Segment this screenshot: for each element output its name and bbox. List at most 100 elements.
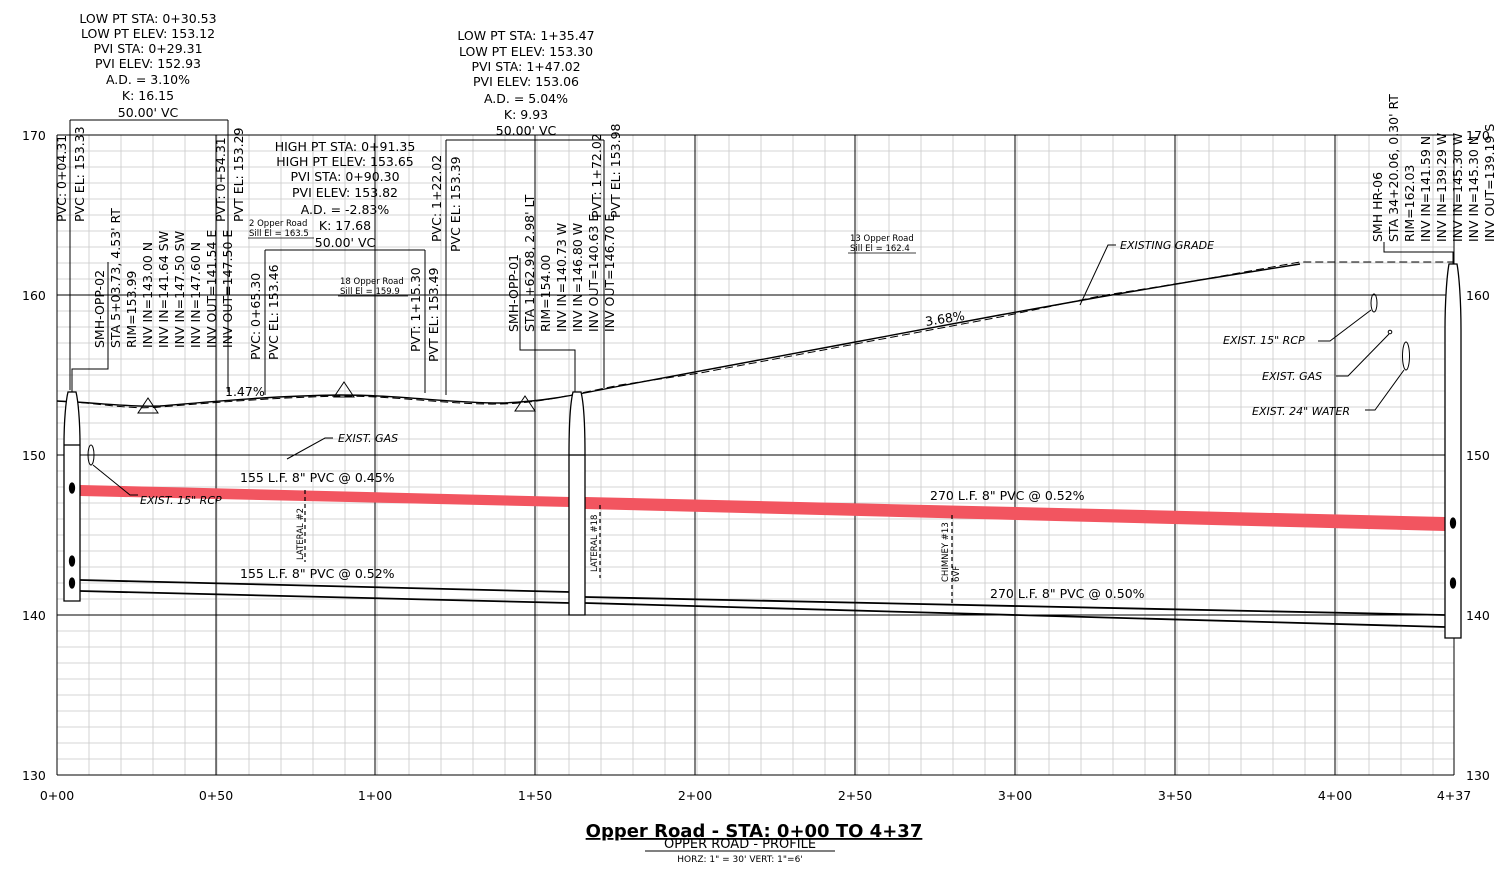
manhole-1-data: SMH-OPP-02 STA 5+03.73, 4.53' RT RIM=153…	[92, 208, 235, 348]
svg-text:INV OUT=141.54 E: INV OUT=141.54 E	[204, 230, 219, 348]
svg-text:PVC EL: 153.39: PVC EL: 153.39	[448, 156, 463, 252]
svg-text:INV OUT=147.50 E: INV OUT=147.50 E	[220, 230, 235, 348]
sill-18-opper-road: 18 Opper Road Sill El = 159.9	[338, 277, 408, 297]
svg-text:SMH-OPP-01: SMH-OPP-01	[506, 254, 521, 332]
svg-text:LOW PT STA: 1+35.47: LOW PT STA: 1+35.47	[457, 28, 594, 43]
vertical-curve-1-data: LOW PT STA: 0+30.53 LOW PT ELEV: 153.12 …	[79, 11, 216, 120]
sheet-subtitle: OPPER ROAD - PROFILE	[664, 837, 816, 852]
svg-text:LOW PT STA: 0+30.53: LOW PT STA: 0+30.53	[79, 11, 216, 26]
y-tick-130-right: 130	[1466, 768, 1490, 783]
major-grid	[56, 134, 1455, 776]
svg-text:Sill El = 163.5: Sill El = 163.5	[249, 229, 309, 239]
y-tick-170-right: 170	[1466, 128, 1490, 143]
existing-grade-label: EXISTING GRADE	[1120, 239, 1214, 252]
svg-text:PVC: 1+22.02: PVC: 1+22.02	[429, 155, 444, 242]
vertical-curve-2-data: HIGH PT STA: 0+91.35 HIGH PT ELEV: 153.6…	[275, 139, 416, 250]
lateral-2-label: LATERAL #2	[296, 508, 306, 560]
svg-text:STA 5+03.73, 4.53' RT: STA 5+03.73, 4.53' RT	[108, 208, 123, 348]
pipe-1-lower-label: 155 L.F. 8" PVC @ 0.52%	[240, 566, 395, 581]
svg-text:INV IN=139.29 W: INV IN=139.29 W	[1434, 133, 1449, 242]
sill-2-opper-road: 2 Opper Road Sill El = 163.5	[248, 219, 314, 239]
svg-text:2 Opper Road: 2 Opper Road	[249, 219, 307, 229]
x-tick-100: 1+00	[358, 788, 392, 803]
svg-text:RIM=153.99: RIM=153.99	[124, 271, 139, 348]
svg-text:INV IN=145.30 N: INV IN=145.30 N	[1466, 136, 1481, 242]
svg-text:PVC: 0+65.30: PVC: 0+65.30	[248, 273, 263, 360]
svg-text:INV IN=145.30 W: INV IN=145.30 W	[1450, 133, 1465, 242]
exist-rcp-label-right: EXIST. 15" RCP	[1223, 334, 1305, 347]
y-tick-130-left: 130	[22, 768, 46, 783]
vertical-curve-3-data: LOW PT STA: 1+35.47 LOW PT ELEV: 153.30 …	[457, 28, 594, 138]
svg-text:PVI STA: 0+90.30: PVI STA: 0+90.30	[290, 169, 399, 184]
svg-text:INV IN=140.73 W: INV IN=140.73 W	[554, 223, 569, 332]
sheet-title: Opper Road - STA: 0+00 TO 4+37	[586, 821, 923, 842]
manhole-2-data: SMH-OPP-01 STA 1+62.98, 2.98' LT RIM=154…	[506, 194, 617, 332]
x-tick-150: 1+50	[518, 788, 552, 803]
manhole-smh-opp-02	[63, 391, 81, 602]
svg-text:PVI ELEV: 153.06: PVI ELEV: 153.06	[473, 74, 579, 89]
svg-text:PVI STA: 1+47.02: PVI STA: 1+47.02	[471, 59, 580, 74]
manhole-leaders	[71, 242, 1454, 392]
svg-text:INV IN=147.60 N: INV IN=147.60 N	[188, 242, 203, 348]
svg-text:RIM=154.00: RIM=154.00	[538, 255, 553, 332]
svg-text:K: 17.68: K: 17.68	[319, 218, 371, 233]
svg-text:A.D. = 3.10%: A.D. = 3.10%	[106, 72, 190, 87]
svg-text:A.D. = -2.83%: A.D. = -2.83%	[301, 202, 390, 217]
lateral-markers	[304, 490, 953, 605]
svg-text:50.00' VC: 50.00' VC	[496, 123, 557, 138]
exist-gas-label-left: EXIST. GAS	[338, 432, 398, 445]
y-tick-150-left: 150	[22, 448, 46, 463]
svg-text:PVI STA: 0+29.31: PVI STA: 0+29.31	[93, 41, 202, 56]
svg-text:K: 9.93: K: 9.93	[504, 107, 548, 122]
x-tick-437: 4+37	[1437, 788, 1471, 803]
svg-text:18 Opper Road: 18 Opper Road	[340, 277, 404, 287]
proposed-grade-line	[56, 263, 1301, 407]
svg-text:INV IN=146.80 W: INV IN=146.80 W	[570, 223, 585, 332]
svg-text:INV IN=141.64 SW: INV IN=141.64 SW	[156, 231, 171, 348]
svg-text:13 Opper Road: 13 Opper Road	[850, 234, 914, 244]
y-tick-140-right: 140	[1466, 608, 1490, 623]
sheet-scale: HORZ: 1" = 30' VERT: 1"=6'	[677, 855, 803, 865]
svg-text:INV IN=147.50 SW: INV IN=147.50 SW	[172, 231, 187, 348]
svg-text:INV IN=141.59 N: INV IN=141.59 N	[1418, 136, 1433, 242]
svg-text:PVT: 0+54.31: PVT: 0+54.31	[213, 137, 228, 222]
manhole-smh-hr-06	[1444, 263, 1462, 639]
svg-text:A.D. = 5.04%: A.D. = 5.04%	[484, 91, 568, 106]
svg-text:SMH-OPP-02: SMH-OPP-02	[92, 270, 107, 348]
y-tick-150-right: 150	[1466, 448, 1490, 463]
vertical-curve-markers	[69, 119, 605, 414]
proposed-sewer-pipes	[80, 485, 1445, 531]
y-tick-160-right: 160	[1466, 288, 1490, 303]
svg-text:PVT: 1+72.02: PVT: 1+72.02	[589, 133, 604, 218]
x-tick-300: 3+00	[998, 788, 1032, 803]
svg-text:HIGH PT ELEV: 153.65: HIGH PT ELEV: 153.65	[276, 154, 414, 169]
svg-text:Sill El = 159.9: Sill El = 159.9	[340, 287, 400, 297]
grade-label-2: 3.68%	[924, 308, 966, 329]
svg-text:PVI ELEV: 153.82: PVI ELEV: 153.82	[292, 185, 398, 200]
svg-text:LOW PT ELEV: 153.12: LOW PT ELEV: 153.12	[81, 26, 215, 41]
pipe-1-upper-label: 155 L.F. 8" PVC @ 0.45%	[240, 470, 395, 485]
svg-text:PVI ELEV: 152.93: PVI ELEV: 152.93	[95, 56, 201, 71]
svg-text:50.00' VC: 50.00' VC	[118, 105, 179, 120]
grade-label-1: 1.47%	[225, 384, 265, 399]
x-tick-350: 3+50	[1158, 788, 1192, 803]
pvc-pvt-labels: PVC: 0+04.31 PVC EL: 153.33 PVT: 0+54.31…	[54, 123, 623, 362]
manhole-smh-opp-01	[568, 391, 586, 616]
svg-text:STA 1+62.98, 2.98' LT: STA 1+62.98, 2.98' LT	[522, 194, 537, 332]
x-tick-400: 4+00	[1318, 788, 1352, 803]
svg-text:RIM=162.03: RIM=162.03	[1402, 165, 1417, 242]
exist-water-label-right: EXIST. 24" WATER	[1252, 405, 1350, 418]
chimney-sublabel: 6VF	[952, 566, 962, 582]
chimney-label: CHIMNEY #13	[941, 522, 951, 582]
exist-gas-label-right: EXIST. GAS	[1262, 370, 1322, 383]
pipe-2-upper-label: 270 L.F. 8" PVC @ 0.52%	[930, 488, 1085, 503]
svg-text:PVT EL: 153.49: PVT EL: 153.49	[426, 267, 441, 362]
svg-text:INV OUT=140.63 E: INV OUT=140.63 E	[586, 214, 601, 332]
exist-rcp-label-left: EXIST. 15" RCP	[140, 494, 222, 507]
pipe-2-lower-label: 270 L.F. 8" PVC @ 0.50%	[990, 586, 1145, 601]
y-tick-160-left: 160	[22, 288, 46, 303]
svg-text:PVC: 0+04.31: PVC: 0+04.31	[54, 135, 69, 222]
manhole-3-data: SMH HR-06 STA 34+20.06, 0.30' RT RIM=162…	[1370, 94, 1497, 242]
svg-text:SMH HR-06: SMH HR-06	[1370, 172, 1385, 242]
